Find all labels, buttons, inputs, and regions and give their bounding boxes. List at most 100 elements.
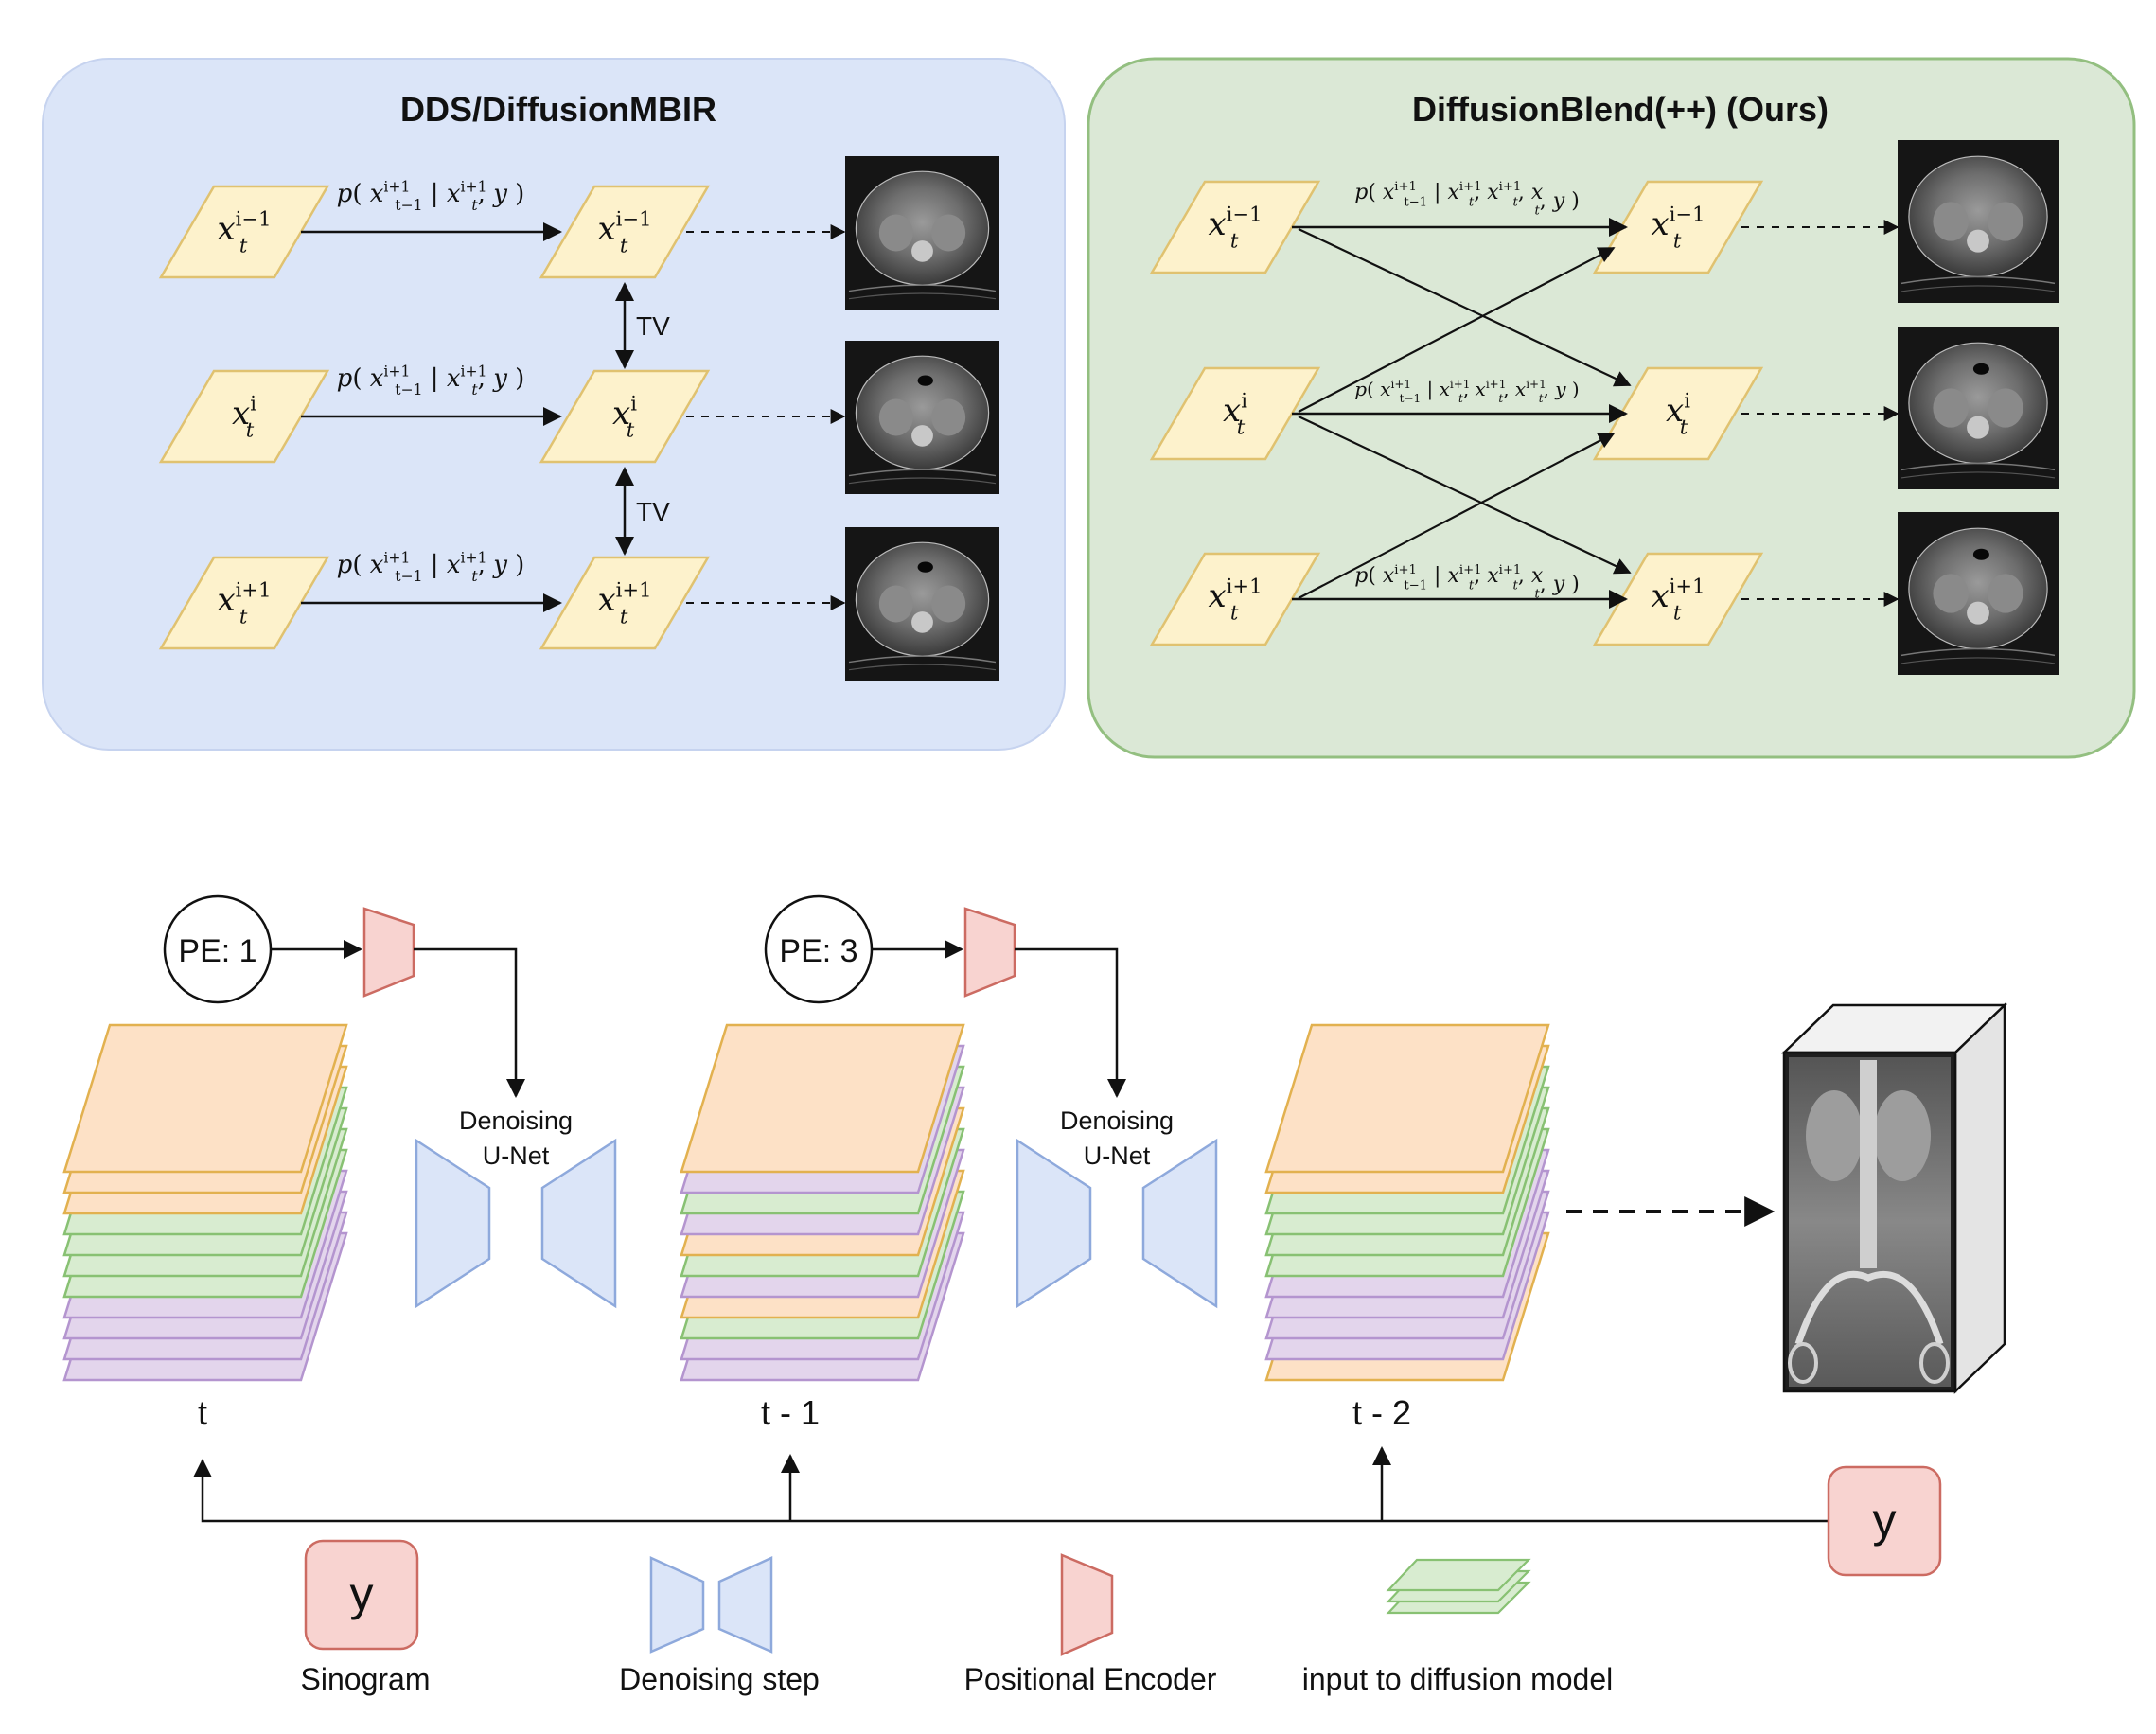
unet-decoder-shape <box>1141 1138 1218 1309</box>
legend-denoising-step-label: Denoising step <box>619 1662 820 1696</box>
tv-coupling-label: TV <box>636 497 670 526</box>
coronal-kidney-right <box>1874 1090 1931 1181</box>
ct-body <box>1908 155 2048 278</box>
ct-table-line <box>848 284 997 292</box>
right-ct-slice <box>1898 327 2059 489</box>
ct-kidney-right <box>931 398 966 436</box>
ct-body <box>855 541 990 657</box>
ct-table-line <box>1900 471 2056 479</box>
ct-table-line <box>1900 275 2056 285</box>
output-volume <box>1780 1002 2008 1394</box>
unet-encoder-shape <box>415 1138 491 1309</box>
left-target-node <box>539 185 711 279</box>
panel-left-title: DDS/DiffusionMBIR <box>400 90 716 129</box>
panel-right-title: DiffusionBlend(++) (Ours) <box>1412 90 1829 129</box>
ct-kidney-left <box>1933 202 1969 241</box>
stack-layer-orange <box>1264 1023 1550 1174</box>
sinogram-y-label: y <box>1873 1494 1897 1547</box>
right-ct-slice <box>1898 140 2059 303</box>
stack-t-1 <box>680 1023 965 1382</box>
legend-denoising-step-icon <box>717 1556 773 1654</box>
ct-body <box>1908 342 2048 465</box>
cross-arrow <box>1298 433 1616 599</box>
cross-arrow <box>1298 228 1632 387</box>
stack-label-t-1: t - 1 <box>761 1393 820 1432</box>
ct-table-line <box>848 655 997 664</box>
ct-table-line <box>1900 647 2056 657</box>
sinogram-box <box>1827 1465 1942 1577</box>
ct-kidney-right <box>1988 574 2023 613</box>
ct-kidney-right <box>931 585 966 623</box>
stack-label-t-2: t - 2 <box>1352 1393 1411 1432</box>
encoder-to-unet-arrow <box>1015 947 1126 1098</box>
ct-table-line <box>848 664 997 671</box>
ct-spine <box>911 611 933 633</box>
coronal-spine <box>1860 1060 1877 1268</box>
unet-label-line2: U-Net <box>1084 1141 1151 1170</box>
left-ct-slice <box>845 156 999 310</box>
ct-kidney-right <box>1988 388 2023 428</box>
stack-t <box>62 1023 348 1382</box>
ct-body <box>855 170 990 286</box>
ct-table-line <box>848 477 997 485</box>
stack-label-t: t <box>198 1393 207 1432</box>
ct-kidney-right <box>931 214 966 252</box>
ct-kidney-left <box>1933 574 1969 613</box>
unet-label-line1: Denoising <box>1060 1106 1174 1135</box>
legend-input-icon-layer <box>1386 1558 1531 1592</box>
ct-spine <box>1967 601 1989 625</box>
coronal-pelvis <box>1794 1270 1944 1346</box>
left-target-node <box>539 556 711 650</box>
right-target-node <box>1592 180 1764 274</box>
stack-t-2 <box>1264 1023 1550 1382</box>
right-target-node <box>1592 552 1764 646</box>
ct-table-line <box>1900 285 2056 292</box>
pe-unit-1: PE: 1 <box>163 894 415 1004</box>
legend-positional-encoder-icon <box>1060 1553 1114 1656</box>
ct-body <box>855 355 990 470</box>
ct-spine <box>911 240 933 262</box>
ct-kidney-right <box>1988 202 2023 241</box>
legend-positional-encoder-label: Positional Encoder <box>964 1662 1217 1696</box>
unet-label-line1: Denoising <box>459 1106 573 1135</box>
left-source-node <box>158 369 330 464</box>
cross-arrow <box>1298 416 1632 575</box>
pe-unit-3: PE: 3 <box>764 894 1016 1004</box>
right-source-node <box>1149 180 1321 274</box>
positional-encoder-icon <box>362 907 415 998</box>
positional-encoder-icon <box>963 907 1016 998</box>
left-source-node <box>158 556 330 650</box>
ct-spine <box>1967 416 1989 439</box>
right-ct-slice <box>1898 512 2059 675</box>
pe-label: PE: 3 <box>779 933 857 969</box>
left-ct-slice <box>845 341 999 494</box>
cross-arrow <box>1298 247 1616 413</box>
stack-layer-orange <box>680 1023 965 1174</box>
sinogram-feed-line <box>193 1459 1829 1523</box>
pe-label: PE: 1 <box>178 933 256 969</box>
ct-table-line <box>848 469 997 477</box>
legend-denoising-step-icon <box>649 1556 705 1654</box>
ct-air-pocket <box>1972 363 1989 375</box>
ct-kidney-left <box>878 214 913 252</box>
